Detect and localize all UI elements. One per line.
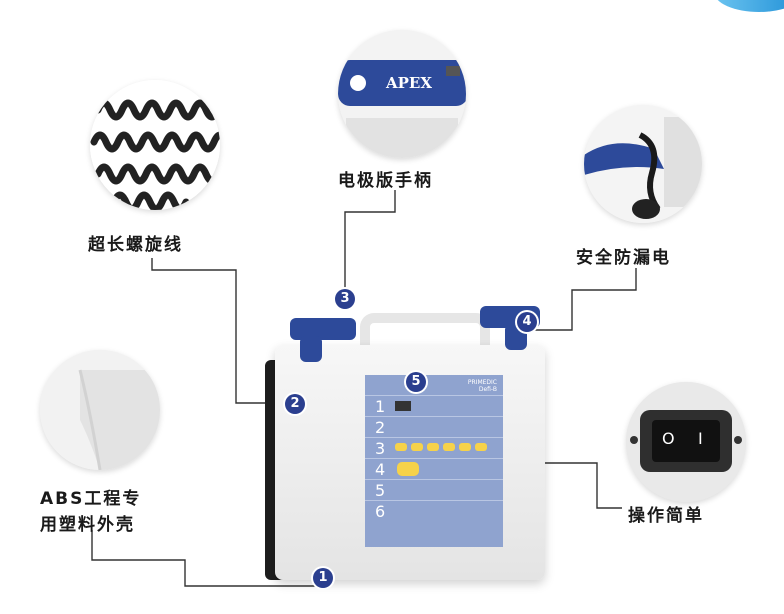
number-badge: 2	[285, 394, 305, 414]
energy-button[interactable]	[443, 443, 455, 451]
left-paddle-grip	[300, 336, 322, 362]
power-switch[interactable]	[395, 401, 411, 411]
power-switch-closeup-photo: O I	[626, 382, 746, 502]
step-row: 1	[365, 395, 503, 417]
label-electrode-handle: 电极版手柄	[338, 171, 433, 191]
handle-brand-text: APEX	[386, 74, 432, 92]
electrode-handle-closeup-photo: APEX	[338, 30, 466, 158]
number-badge: 3	[335, 289, 355, 309]
step-number: 4	[375, 460, 386, 479]
energy-button[interactable]	[411, 443, 423, 451]
label-leak-protection: 安全防漏电	[576, 248, 671, 268]
step-row: 3	[365, 437, 503, 459]
energy-button[interactable]	[427, 443, 439, 451]
step-row: 4	[365, 458, 503, 480]
number-badge: 5	[406, 372, 426, 392]
label-easy-operation: 操作简单	[628, 506, 704, 526]
brand-line2: Defi-B	[478, 386, 497, 393]
charge-button[interactable]	[397, 462, 419, 476]
number-badge: 1	[313, 568, 333, 588]
energy-button[interactable]	[459, 443, 471, 451]
abs-shell-closeup-photo	[40, 350, 160, 470]
brand-line1: PRIMEDIC	[467, 379, 497, 386]
label-spiral-cable: 超长螺旋线	[88, 235, 183, 255]
switch-on-symbol: I	[698, 429, 703, 448]
step-row: 5	[365, 479, 503, 501]
step-row: 6	[365, 500, 503, 522]
device-carry-handle	[360, 313, 490, 353]
energy-button[interactable]	[395, 443, 407, 451]
left-paddle-top	[290, 318, 356, 340]
label-abs-shell-line1: ABS工程专	[40, 489, 142, 509]
label-abs-shell-line2: 用塑料外壳	[40, 515, 135, 535]
energy-button[interactable]	[475, 443, 487, 451]
control-panel: PRIMEDIC Defi-B 1 2 3 4 5 6	[365, 375, 503, 547]
number-badge: 4	[517, 312, 537, 332]
leak-protection-closeup-photo	[584, 105, 702, 223]
step-row: 2	[365, 416, 503, 438]
step-number: 1	[375, 397, 386, 416]
step-number: 6	[375, 502, 386, 521]
step-number: 5	[375, 481, 386, 500]
spiral-cable-closeup-photo	[90, 80, 220, 210]
step-number: 3	[375, 439, 386, 458]
step-number: 2	[375, 418, 386, 437]
switch-off-symbol: O	[662, 429, 675, 448]
panel-brand: PRIMEDIC Defi-B	[468, 379, 497, 393]
